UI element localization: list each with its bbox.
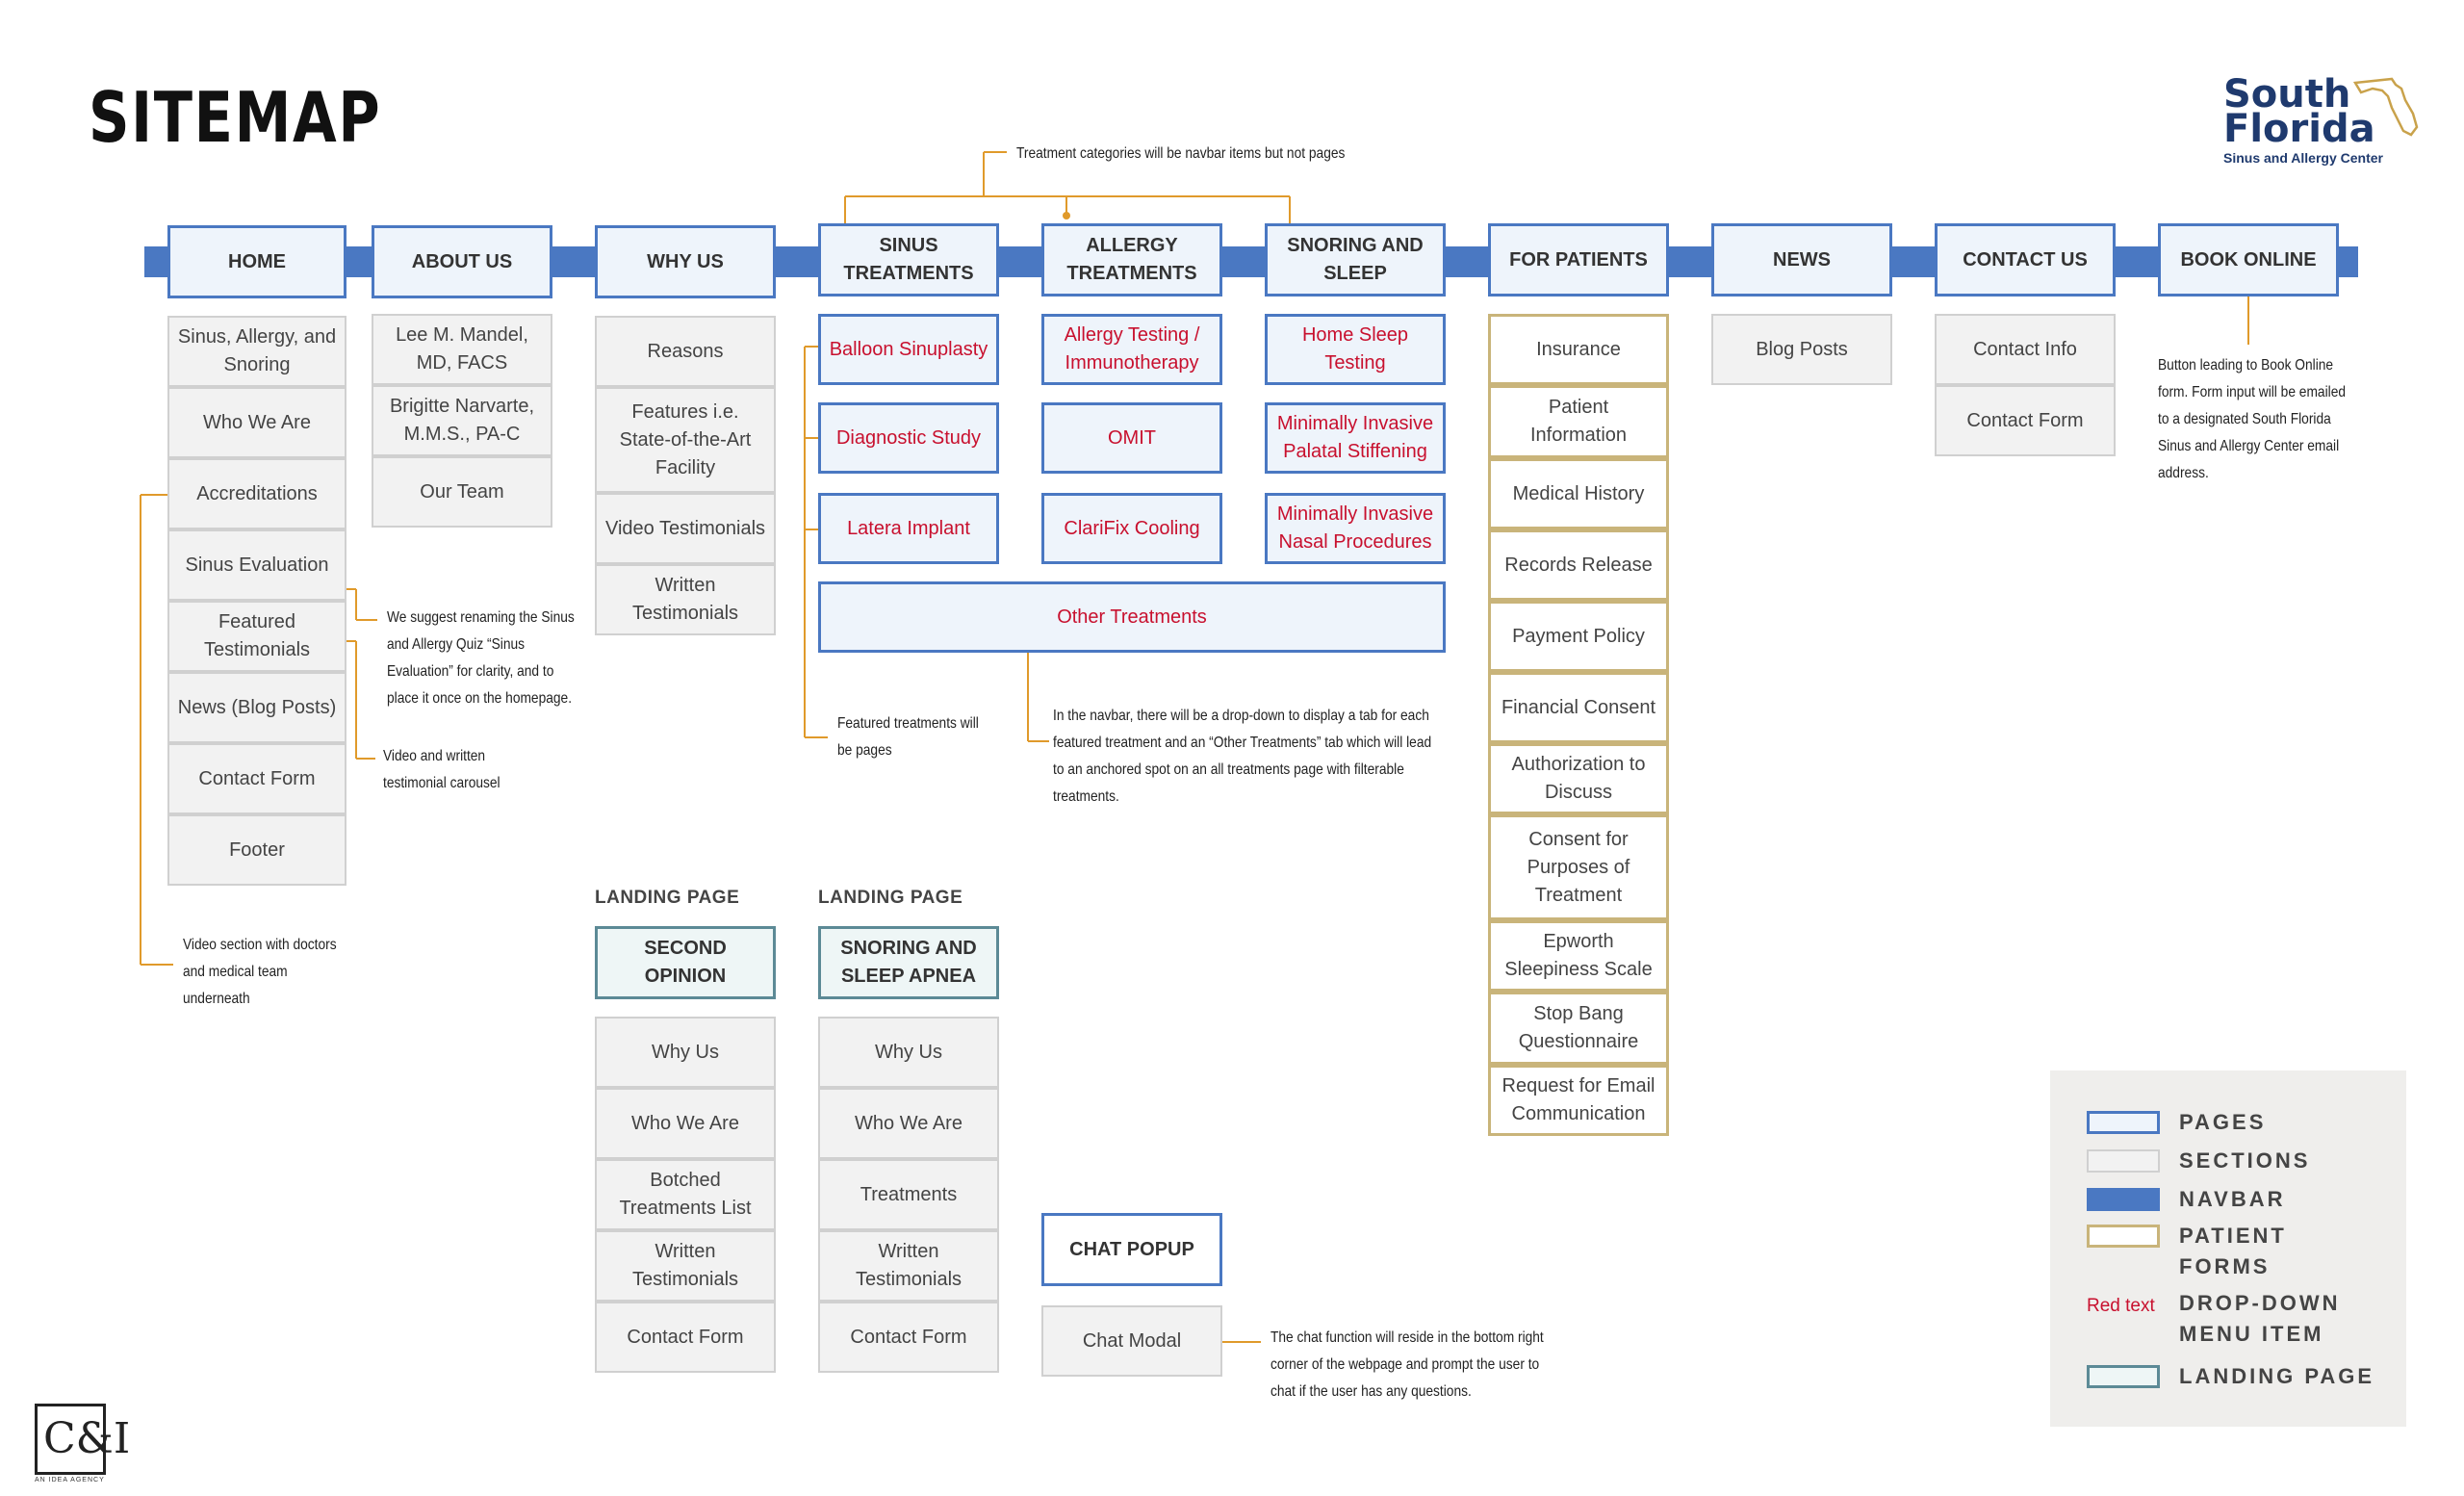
landing-section: Botched Treatments List: [595, 1159, 776, 1230]
patient-form[interactable]: Patient Information: [1488, 385, 1669, 458]
legend-label-dropdown: DROP-DOWN MENU ITEM: [2179, 1291, 2341, 1346]
why-section: Reasons: [595, 316, 776, 387]
why-section: Video Testimonials: [595, 493, 776, 564]
patient-form[interactable]: Financial Consent: [1488, 672, 1669, 743]
about-section: Lee M. Mandel, MD, FACS: [372, 314, 552, 385]
dropdown-item-omit[interactable]: OMIT: [1041, 402, 1222, 474]
logo-tagline: Sinus and Allergy Center: [2223, 150, 2383, 166]
dropdown-item-diagnostic-study[interactable]: Diagnostic Study: [818, 402, 999, 474]
legend-red-text: Red text: [2087, 1296, 2155, 1316]
landing-section: Written Testimonials: [595, 1230, 776, 1302]
landing-section: Contact Form: [818, 1302, 999, 1373]
contact-section: Contact Info: [1935, 314, 2116, 385]
home-section: Sinus, Allergy, and Snoring: [167, 316, 346, 387]
home-section: Who We Are: [167, 387, 346, 458]
agency-mark: C&I: [43, 1414, 131, 1463]
nav-why-us[interactable]: WHY US: [595, 225, 776, 298]
landing-page-label: LANDING PAGE: [818, 888, 963, 908]
note-featured-pages: Featured treatments will be pages: [837, 715, 979, 759]
legend-swatch-patient-forms: [2087, 1225, 2160, 1248]
logo-word-south: South: [2223, 72, 2351, 116]
legend: PAGES SECTIONS NAVBAR PATIENT FORMS Red …: [2050, 1070, 2406, 1427]
florida-map-icon: [2353, 77, 2419, 137]
home-section: Featured Testimonials: [167, 601, 346, 672]
nav-book-online[interactable]: BOOK ONLINE: [2158, 223, 2339, 297]
logo-word-florida: Florida: [2223, 107, 2375, 151]
nav-contact-us[interactable]: CONTACT US: [1935, 223, 2116, 297]
patient-form[interactable]: Consent for Purposes of Treatment: [1488, 814, 1669, 920]
legend-swatch-landing: [2087, 1365, 2160, 1388]
legend-label-landing: LANDING PAGE: [2179, 1364, 2375, 1388]
dropdown-item-nasal-procedures[interactable]: Minimally Invasive Nasal Procedures: [1265, 493, 1446, 564]
home-section: Footer: [167, 814, 346, 886]
landing-section: Who We Are: [595, 1088, 776, 1159]
nav-for-patients[interactable]: FOR PATIENTS: [1488, 223, 1669, 297]
about-section: Brigitte Narvarte, M.M.S., PA-C: [372, 385, 552, 456]
why-section: Features i.e. State-of-the-Art Facility: [595, 387, 776, 493]
note-chat: The chat function will reside in the bot…: [1270, 1329, 1544, 1400]
landing-section: Why Us: [595, 1017, 776, 1088]
patient-form[interactable]: Payment Policy: [1488, 601, 1669, 672]
note-video-section: Video section with doctors and medical t…: [183, 937, 337, 1007]
patient-form[interactable]: Request for Email Communication: [1488, 1065, 1669, 1136]
note-treatment-categories: Treatment categories will be navbar item…: [1016, 145, 1346, 162]
why-section: Written Testimonials: [595, 564, 776, 635]
nav-sinus-treatments[interactable]: SINUS TREATMENTS: [818, 223, 999, 297]
landing-section: Treatments: [818, 1159, 999, 1230]
landing-page-label: LANDING PAGE: [595, 888, 740, 908]
note-book-online: Button leading to Book Online form. Form…: [2158, 357, 2347, 481]
legend-swatch-navbar: [2087, 1188, 2160, 1211]
landing-section: Written Testimonials: [818, 1230, 999, 1302]
agency-tagline: AN IDEA AGENCY: [35, 1477, 105, 1483]
legend-swatch-sections: [2087, 1149, 2160, 1173]
news-section: Blog Posts: [1711, 314, 1892, 385]
dropdown-item-clarifix-cooling[interactable]: ClariFix Cooling: [1041, 493, 1222, 564]
landing-second-opinion[interactable]: SECOND OPINION: [595, 926, 776, 999]
landing-section: Contact Form: [595, 1302, 776, 1373]
agency-logo: C&I: [35, 1404, 130, 1475]
chat-modal: Chat Modal: [1041, 1305, 1222, 1377]
legend-label-patient-forms: PATIENT FORMS: [2179, 1224, 2287, 1278]
home-section: Sinus Evaluation: [167, 529, 346, 601]
chat-popup[interactable]: CHAT POPUP: [1041, 1213, 1222, 1286]
landing-section: Why Us: [818, 1017, 999, 1088]
legend-label-navbar: NAVBAR: [2179, 1187, 2286, 1211]
legend-label-pages: PAGES: [2179, 1110, 2267, 1134]
about-section: Our Team: [372, 456, 552, 528]
home-section: Contact Form: [167, 743, 346, 814]
legend-label-sections: SECTIONS: [2179, 1148, 2311, 1173]
landing-section: Who We Are: [818, 1088, 999, 1159]
patient-form[interactable]: Medical History: [1488, 458, 1669, 529]
dropdown-item-balloon-sinuplasty[interactable]: Balloon Sinuplasty: [818, 314, 999, 385]
nav-news[interactable]: NEWS: [1711, 223, 1892, 297]
home-section: News (Blog Posts): [167, 672, 346, 743]
legend-swatch-pages: [2087, 1111, 2160, 1134]
note-carousel: Video and written testimonial carousel: [383, 748, 500, 791]
dropdown-item-other-treatments[interactable]: Other Treatments: [818, 581, 1446, 653]
patient-form[interactable]: Epworth Sleepiness Scale: [1488, 920, 1669, 992]
dropdown-item-latera-implant[interactable]: Latera Implant: [818, 493, 999, 564]
brand-logo: South Florida Sinus and Allergy Center: [2223, 75, 2426, 171]
dropdown-item-home-sleep-testing[interactable]: Home Sleep Testing: [1265, 314, 1446, 385]
note-rename-quiz: We suggest renaming the Sinus and Allerg…: [387, 609, 575, 707]
patient-form[interactable]: Authorization to Discuss: [1488, 743, 1669, 814]
patient-form[interactable]: Insurance: [1488, 314, 1669, 385]
nav-home[interactable]: HOME: [167, 225, 346, 298]
note-navbar-dropdown: In the navbar, there will be a drop-down…: [1053, 708, 1432, 805]
page-title: SITEMAP: [89, 77, 382, 158]
nav-about-us[interactable]: ABOUT US: [372, 225, 552, 298]
dropdown-item-allergy-testing[interactable]: Allergy Testing / Immunotherapy: [1041, 314, 1222, 385]
home-section: Accreditations: [167, 458, 346, 529]
patient-form[interactable]: Stop Bang Questionnaire: [1488, 992, 1669, 1065]
nav-snoring-and-sleep[interactable]: SNORING AND SLEEP: [1265, 223, 1446, 297]
dropdown-item-palatal-stiffening[interactable]: Minimally Invasive Palatal Stiffening: [1265, 402, 1446, 474]
nav-allergy-treatments[interactable]: ALLERGY TREATMENTS: [1041, 223, 1222, 297]
landing-snoring-sleep-apnea[interactable]: SNORING AND SLEEP APNEA: [818, 926, 999, 999]
contact-section: Contact Form: [1935, 385, 2116, 456]
patient-form[interactable]: Records Release: [1488, 529, 1669, 601]
